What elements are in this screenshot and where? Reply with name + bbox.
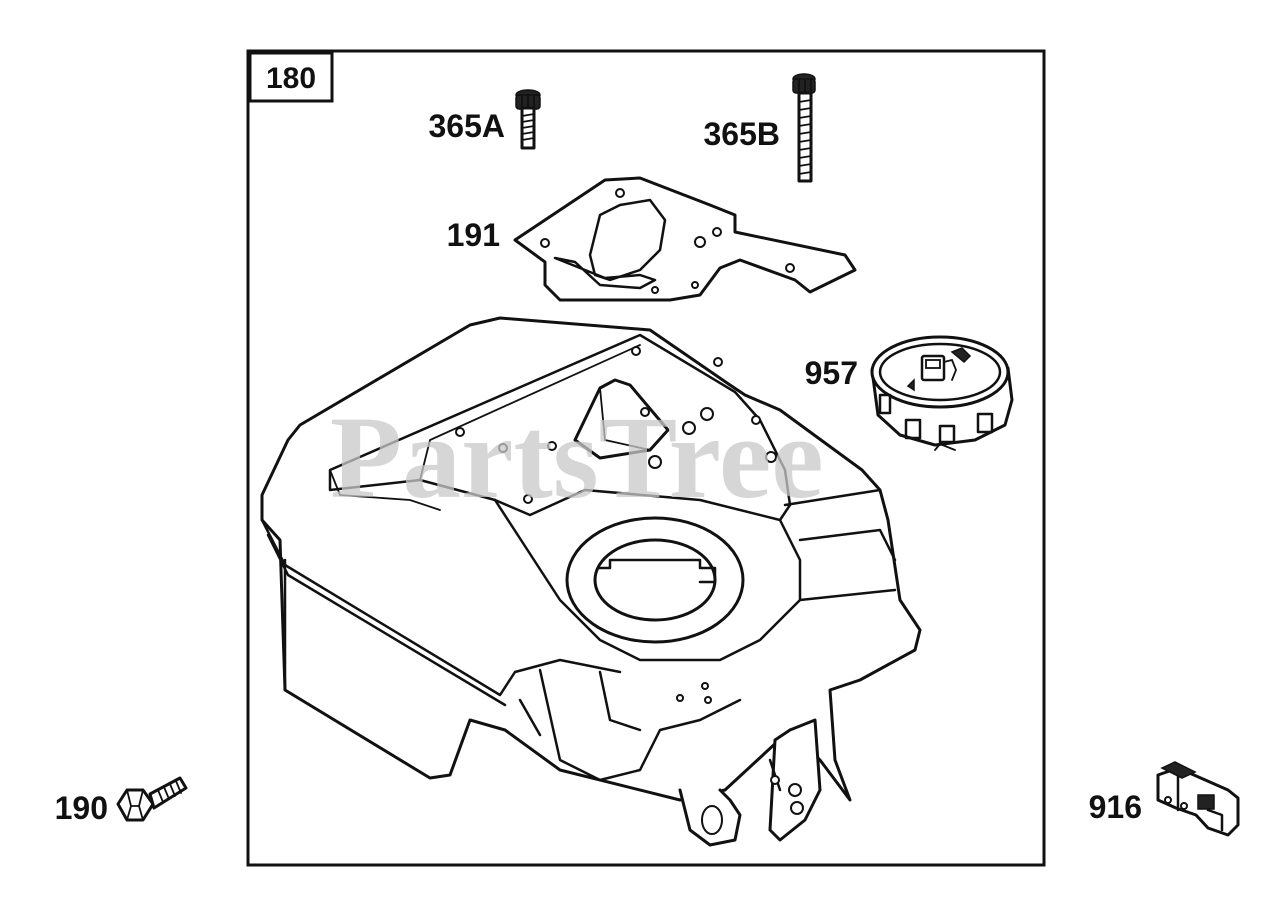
fuel-pump-icon xyxy=(920,347,972,382)
fuel-tank[interactable] xyxy=(260,316,922,847)
callout-365b: 365B xyxy=(704,116,781,152)
callout-190: 190 xyxy=(55,790,108,826)
clip[interactable] xyxy=(1156,761,1240,837)
watermark: PartsTree xyxy=(330,392,824,523)
diagram-frame xyxy=(246,49,1046,867)
frame-label: 180 xyxy=(266,62,316,95)
screw-365b[interactable] xyxy=(792,73,816,183)
callout-957: 957 xyxy=(805,355,858,391)
frame-label-box xyxy=(248,51,334,103)
gasket[interactable] xyxy=(513,176,857,302)
callout-916: 916 xyxy=(1089,789,1142,825)
fuel-cap[interactable] xyxy=(870,335,1014,451)
callout-365a: 365A xyxy=(429,108,506,144)
callout-191: 191 xyxy=(447,217,500,253)
screw-365a[interactable] xyxy=(515,89,541,150)
bolt[interactable] xyxy=(116,776,188,822)
